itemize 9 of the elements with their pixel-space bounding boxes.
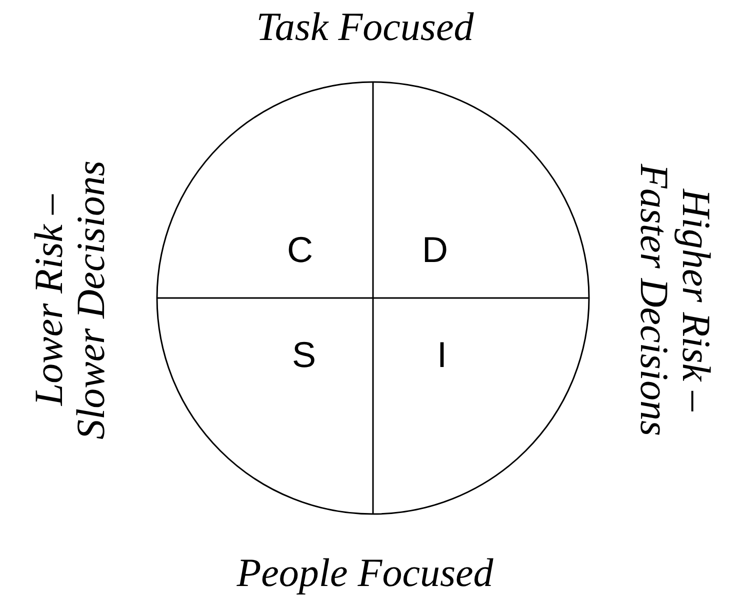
quadrant-letter: C (275, 230, 325, 270)
quadrant-letter: I (417, 335, 467, 375)
axis-title: Task Focused (255, 6, 475, 48)
quadrant-circle (156, 81, 590, 515)
quadrant-letter: S (279, 335, 329, 375)
axis-label: Higher Risk – Faster Decisions (633, 162, 717, 438)
axis-label: Lower Risk – Slower Decisions (28, 160, 112, 442)
quadrant-letter: D (410, 230, 460, 270)
axis-title: People Focused (236, 552, 494, 594)
